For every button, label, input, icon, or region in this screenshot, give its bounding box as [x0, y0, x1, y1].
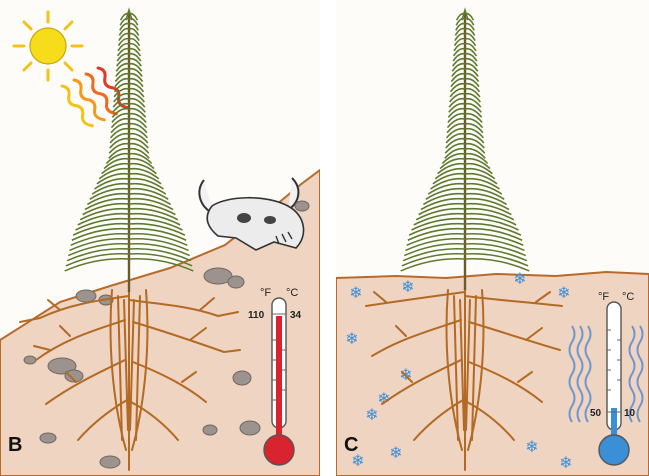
panel-b-illustration: °F °C 110 34: [0, 0, 320, 476]
snowflake: ❄: [401, 277, 414, 296]
panel-cold: ❄❄❄❄❄❄❄❄❄❄❄❄ °F °C: [336, 0, 649, 476]
animal-skull-icon: [199, 178, 303, 250]
thermometer-unit-c: °C: [622, 291, 634, 303]
needle-branch: [402, 254, 465, 266]
needle-branch: [465, 254, 528, 266]
snowflake: ❄: [345, 329, 358, 348]
thermometer-unit-f: °F: [260, 287, 271, 299]
thermometer-unit-f: °F: [598, 291, 609, 303]
thermometer-unit-c: °C: [286, 287, 298, 299]
thermometer-mark-f: 50: [590, 408, 602, 419]
snowflake: ❄: [525, 437, 538, 456]
needle-branch: [66, 254, 129, 266]
sun-icon: [14, 12, 82, 80]
panel-label-c: C: [344, 434, 358, 457]
thermometer-mark-f: 110: [248, 310, 265, 321]
panel-label-b: B: [8, 434, 22, 457]
thermometer-mark-c: 34: [290, 310, 302, 321]
snowflake: ❄: [349, 283, 362, 302]
thermometer-mark-c: 10: [624, 408, 636, 419]
panel-c-illustration: ❄❄❄❄❄❄❄❄❄❄❄❄ °F °C: [336, 0, 649, 476]
snowflake: ❄: [389, 443, 402, 462]
needle-branch: [65, 259, 129, 271]
snowflake: ❄: [557, 283, 570, 302]
thermometer-level: [276, 316, 282, 440]
snowflake: ❄: [513, 269, 526, 288]
snowflake: ❄: [365, 405, 378, 424]
snowflake: ❄: [559, 453, 572, 472]
panel-hot-dry: °F °C 110 34 B: [0, 0, 320, 476]
needle-branch: [401, 259, 465, 271]
